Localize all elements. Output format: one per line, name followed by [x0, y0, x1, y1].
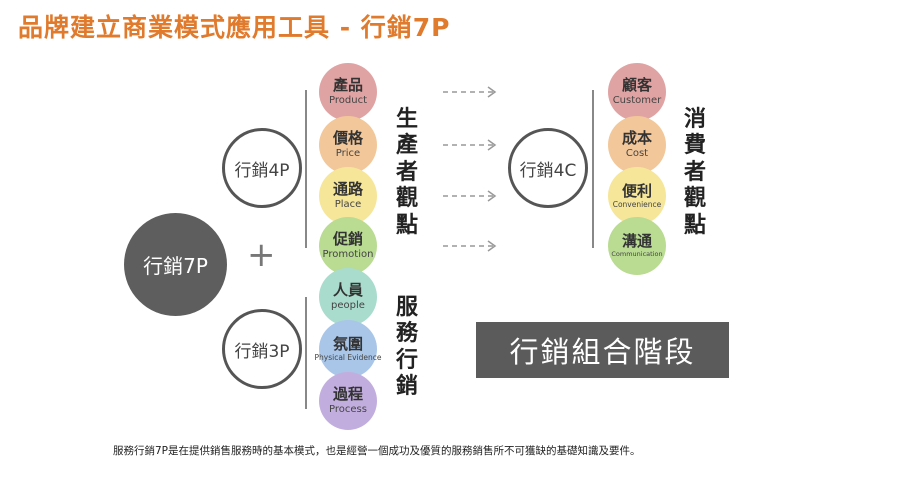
plus-sign: +: [247, 235, 276, 275]
item-convenience: 便利 Convenience: [608, 167, 666, 225]
marketing-4p-circle: 行銷4P: [222, 128, 302, 208]
item-promotion-en: Promotion: [322, 248, 374, 260]
item-physical-evidence-zh: 氛圍: [332, 334, 363, 353]
item-place-zh: 通路: [332, 180, 363, 199]
dashed-arrow-icon: [443, 190, 497, 202]
item-product-zh: 產品: [332, 76, 363, 95]
marketing-3p-label: 行銷3P: [234, 341, 290, 362]
footnote: 服務行銷7P是在提供銷售服務時的基本模式，也是經營一個成功及優質的服務銷售所不可…: [113, 445, 641, 457]
item-product-en: Product: [329, 94, 367, 106]
item-customer-en: Customer: [612, 94, 662, 106]
item-place-en: Place: [334, 198, 362, 210]
service-marketing-text: 服 務 行 銷: [396, 295, 419, 400]
dashed-arrow-icon: [443, 86, 497, 98]
item-convenience-en: Convenience: [612, 200, 662, 210]
item-physical-evidence-en: Physical Evidence: [314, 353, 382, 363]
bracket-3p: [305, 297, 307, 409]
item-place: 通路 Place: [319, 167, 377, 225]
bracket-4c: [592, 90, 594, 248]
item-communication-zh: 溝通: [621, 232, 652, 251]
item-cost: 成本 Cost: [608, 116, 666, 174]
consumer-viewpoint-text: 消 費 者 觀 點: [684, 107, 707, 238]
bracket-4p: [305, 90, 307, 248]
item-customer: 顧客 Customer: [608, 63, 666, 121]
marketing-4c-circle: 行銷4C: [508, 128, 588, 208]
dashed-arrow-icon: [443, 139, 497, 151]
dashed-arrow-icon: [443, 240, 497, 252]
item-cost-zh: 成本: [621, 129, 652, 148]
page-title: 品牌建立商業模式應用工具 - 行銷7P: [18, 13, 451, 42]
item-process-zh: 過程: [332, 385, 363, 404]
item-people-zh: 人員: [332, 281, 363, 300]
marketing-4p-label: 行銷4P: [234, 160, 290, 181]
item-cost-en: Cost: [625, 147, 649, 159]
marketing-4c-label: 行銷4C: [519, 160, 577, 181]
item-process: 過程 Process: [319, 372, 377, 430]
item-promotion: 促銷 Promotion: [319, 217, 377, 275]
item-price-zh: 價格: [332, 129, 363, 148]
marketing-7p-circle: 行銷7P: [124, 213, 227, 316]
item-people: 人員 people: [319, 268, 377, 326]
marketing-mix-stage-label: 行銷組合階段: [509, 335, 696, 369]
item-product: 產品 Product: [319, 63, 377, 121]
item-convenience-zh: 便利: [621, 181, 652, 200]
marketing-mix-stage-box: 行銷組合階段: [476, 322, 729, 378]
item-physical-evidence: 氛圍 Physical Evidence: [314, 320, 382, 378]
item-communication: 溝通 Communication: [608, 217, 666, 275]
marketing-3p-circle: 行銷3P: [222, 309, 302, 389]
item-price-en: Price: [335, 147, 361, 159]
marketing-7p-label: 行銷7P: [143, 254, 208, 278]
item-customer-zh: 顧客: [621, 76, 652, 95]
item-promotion-zh: 促銷: [332, 230, 363, 249]
item-price: 價格 Price: [319, 116, 377, 174]
item-communication-en: Communication: [611, 249, 663, 258]
item-people-en: people: [331, 299, 365, 311]
producer-viewpoint-text: 生 產 者 觀 點: [396, 107, 419, 238]
item-process-en: Process: [329, 403, 367, 415]
